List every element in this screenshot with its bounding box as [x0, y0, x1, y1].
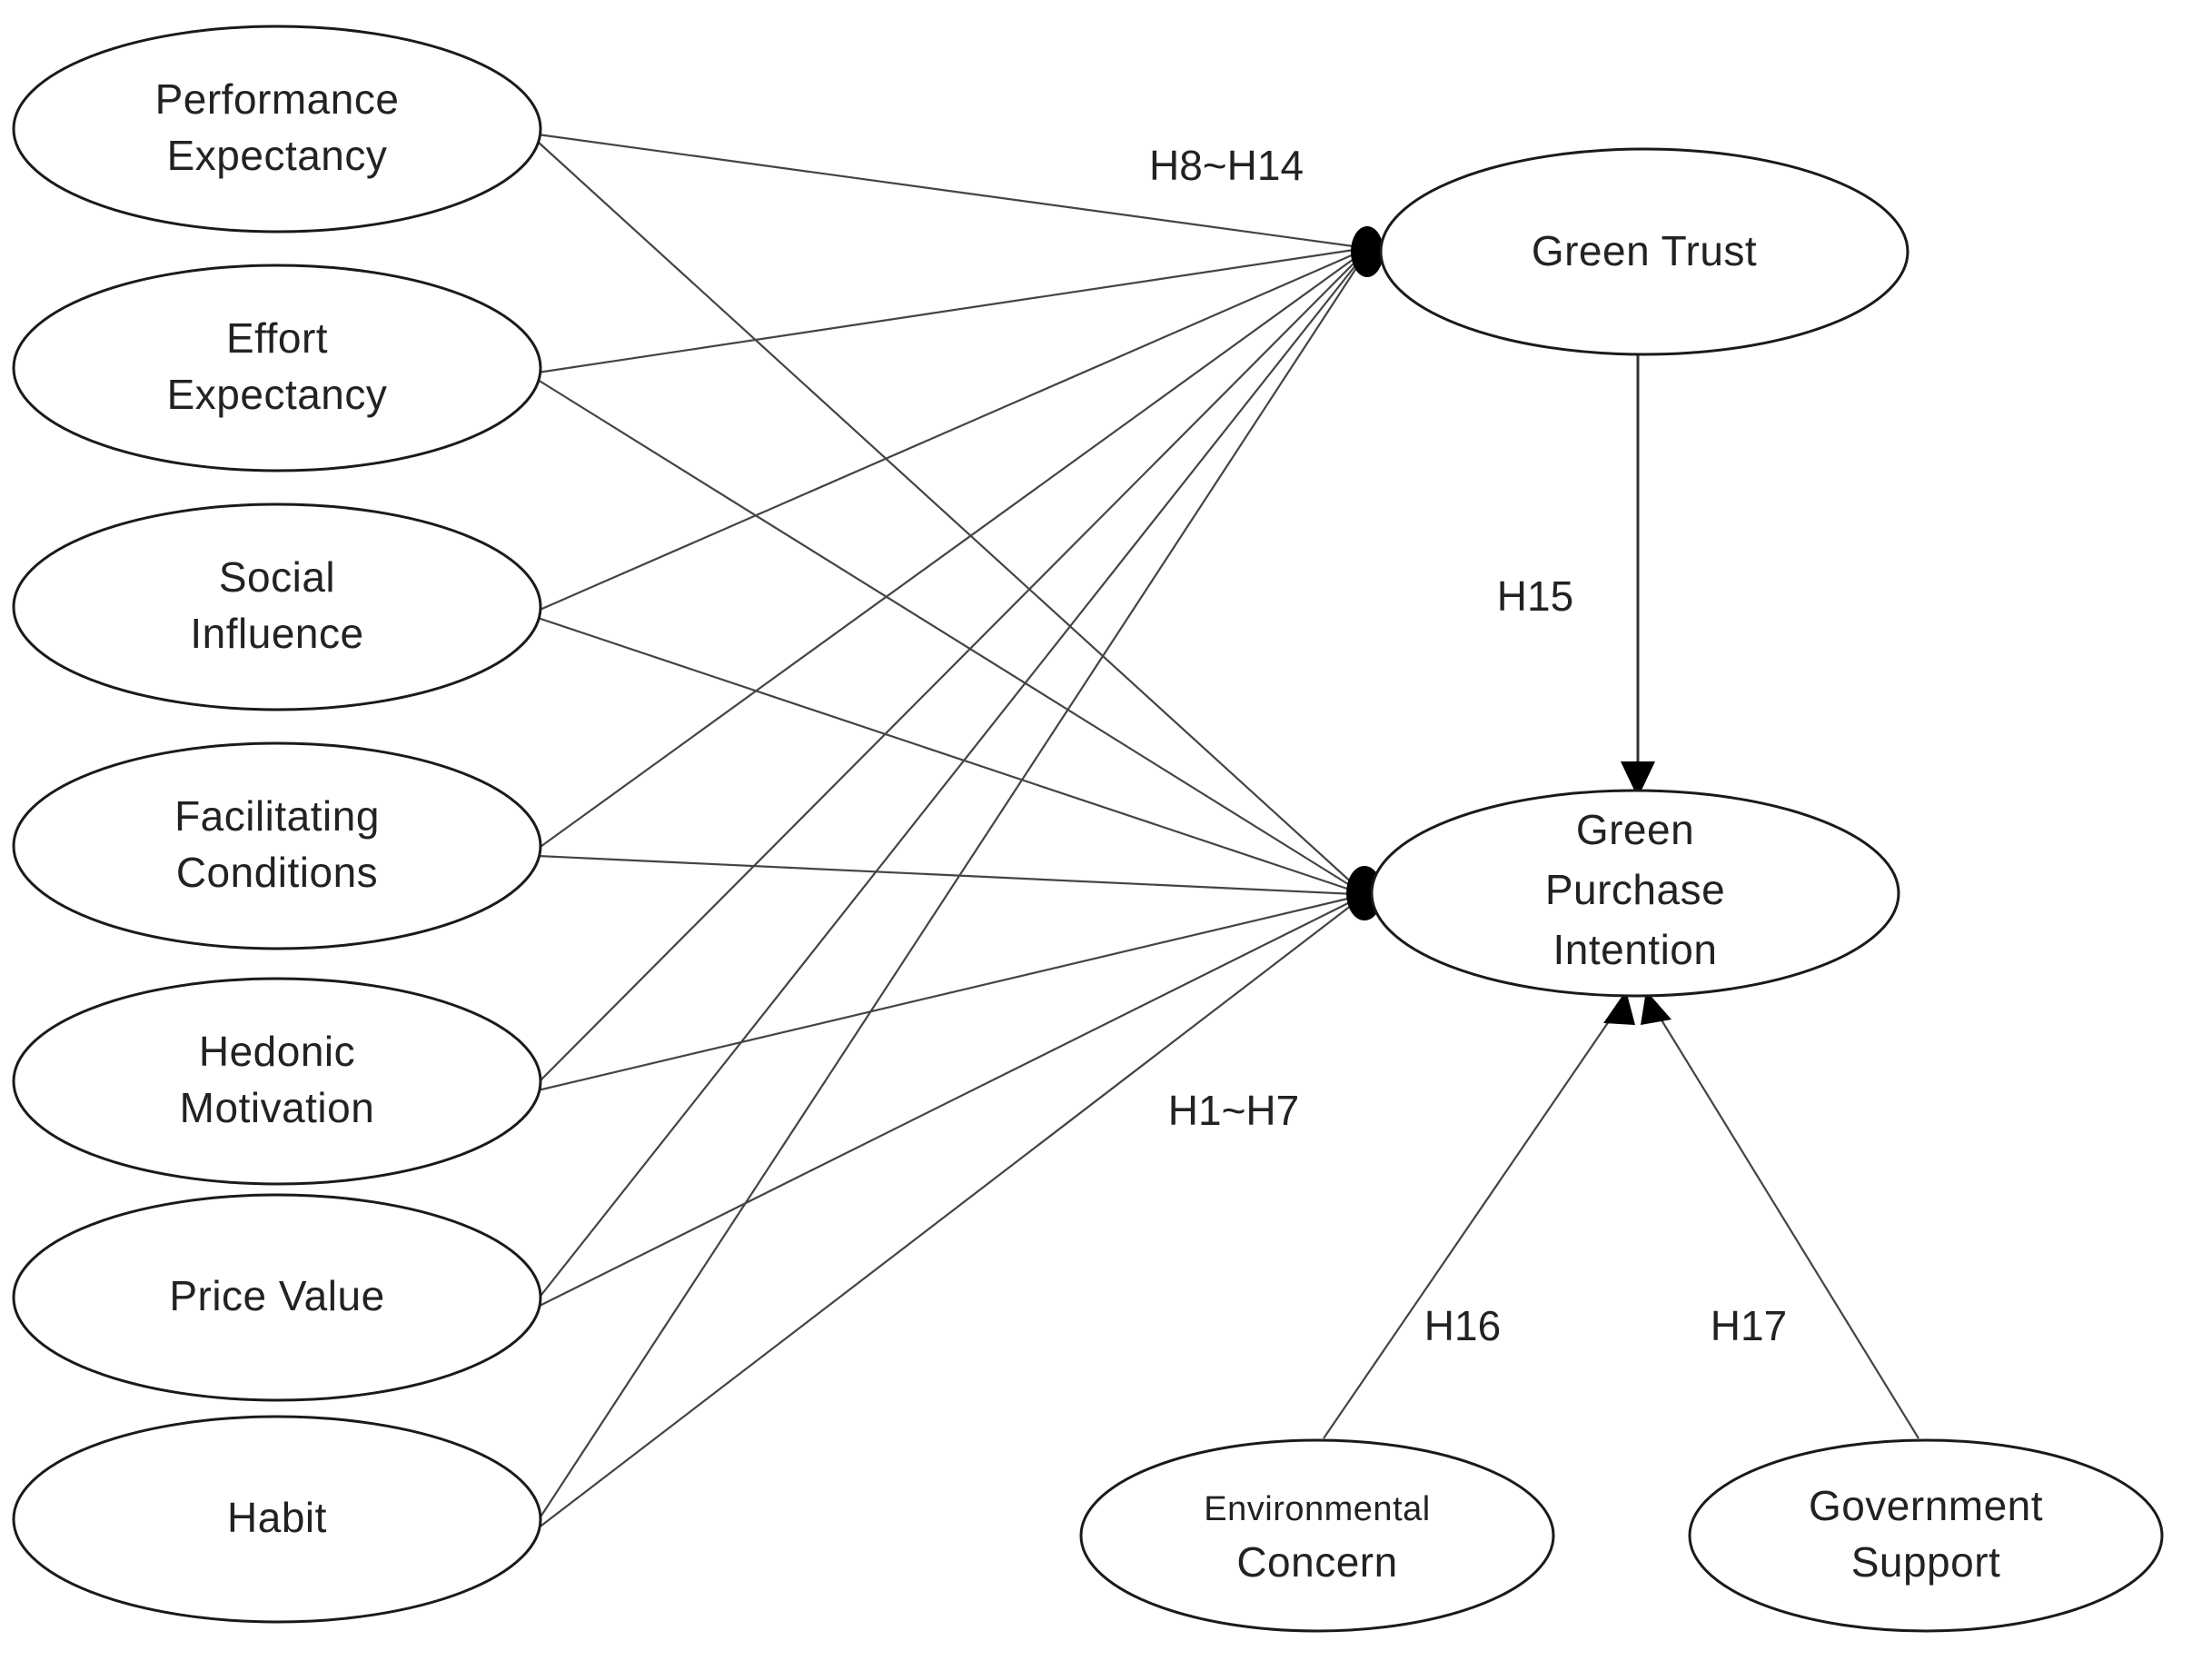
hypothesis-label-h15: H15	[1497, 572, 1573, 620]
node-performance-expectancy[interactable]: Performance Expectancy	[12, 25, 542, 234]
social-influence-ellipse[interactable]	[12, 502, 542, 711]
habit-label-line1: Habit	[227, 1494, 327, 1541]
node-facilitating-conditions[interactable]: Facilitating Conditions	[12, 741, 542, 950]
path-green-trust-to-gpi	[1621, 354, 1655, 798]
performance-expectancy-label-line1: Performance	[155, 75, 400, 123]
path-habit-to-gpi	[537, 901, 1356, 1529]
h16-line	[1323, 1006, 1620, 1439]
node-habit[interactable]: Habit	[12, 1415, 542, 1624]
effort-expectancy-label-line2: Expectancy	[167, 371, 388, 418]
path-social-influence-to-green-trust	[537, 250, 1361, 612]
government-support-label-line2: Support	[1851, 1538, 2001, 1586]
facilitating-conditions-ellipse[interactable]	[12, 741, 542, 950]
node-green-trust[interactable]: Green Trust	[1379, 147, 1909, 356]
h17-line	[1652, 1006, 1919, 1439]
facilitating-conditions-label-line1: Facilitating	[174, 792, 380, 840]
path-effort-expectancy-to-gpi	[537, 379, 1356, 890]
h16-arrowhead-icon	[1603, 990, 1635, 1025]
node-social-influence[interactable]: Social Influence	[12, 502, 542, 711]
h15-arrowhead-icon	[1621, 761, 1655, 798]
path-performance-expectancy-to-gpi	[537, 141, 1356, 887]
paths-to-green-purchase-intention	[537, 141, 1356, 1529]
green-trust-arrowhead-icon	[1351, 226, 1384, 277]
path-price-value-to-gpi	[537, 899, 1356, 1308]
price-value-label-line1: Price Value	[169, 1272, 384, 1319]
paths-to-green-trust	[537, 133, 1361, 1522]
gpi-label-line1: Green	[1576, 806, 1694, 853]
hypothesis-label-h1-h7: H1~H7	[1168, 1087, 1299, 1134]
performance-expectancy-ellipse[interactable]	[12, 25, 542, 234]
gpi-label-line2: Purchase	[1545, 866, 1725, 913]
node-green-purchase-intention[interactable]: Green Purchase Intention	[1370, 789, 1900, 998]
government-support-label-line1: Government	[1809, 1482, 2043, 1529]
path-performance-expectancy-to-green-trust	[537, 133, 1361, 249]
performance-expectancy-label-line2: Expectancy	[167, 132, 388, 179]
social-influence-label-line2: Influence	[190, 610, 363, 657]
environmental-concern-ellipse[interactable]	[1079, 1438, 1555, 1633]
node-government-support[interactable]: Government Support	[1688, 1438, 2164, 1633]
path-hedonic-motivation-to-green-trust	[537, 256, 1361, 1084]
path-price-value-to-green-trust	[537, 259, 1361, 1300]
hedonic-motivation-label-line1: Hedonic	[199, 1028, 355, 1075]
environmental-concern-label-line1: Environmental	[1204, 1490, 1430, 1528]
path-effort-expectancy-to-green-trust	[537, 247, 1361, 374]
hypothesis-label-h17: H17	[1711, 1302, 1787, 1349]
facilitating-conditions-label-line2: Conditions	[176, 849, 378, 896]
path-environmental-concern-to-gpi	[1323, 990, 1635, 1439]
effort-expectancy-label-line1: Effort	[226, 314, 328, 362]
hedonic-motivation-ellipse[interactable]	[12, 977, 542, 1186]
habit-ellipse[interactable]	[12, 1415, 542, 1624]
green-trust-label: Green Trust	[1532, 227, 1757, 274]
path-government-support-to-gpi	[1641, 990, 1919, 1439]
path-social-influence-to-gpi	[537, 616, 1356, 893]
hypothesis-label-h16: H16	[1424, 1302, 1501, 1349]
h17-arrowhead-icon	[1641, 990, 1671, 1025]
green-purchase-intention-ellipse[interactable]	[1370, 789, 1900, 998]
hedonic-motivation-label-line2: Motivation	[180, 1084, 375, 1131]
green-trust-ellipse[interactable]	[1379, 147, 1909, 356]
effort-expectancy-ellipse[interactable]	[12, 264, 542, 472]
path-facilitating-conditions-to-gpi	[537, 854, 1356, 896]
hypothesis-label-h8-h14: H8~H14	[1149, 142, 1304, 189]
path-hedonic-motivation-to-gpi	[537, 895, 1356, 1092]
node-price-value[interactable]: Price Value	[12, 1193, 542, 1402]
path-facilitating-conditions-to-green-trust	[537, 254, 1361, 850]
environmental-concern-label-line2: Concern	[1236, 1538, 1397, 1586]
gpi-label-line3: Intention	[1553, 926, 1718, 973]
price-value-ellipse[interactable]	[12, 1193, 542, 1402]
node-environmental-concern[interactable]: Environmental Concern	[1079, 1438, 1555, 1633]
government-support-ellipse[interactable]	[1688, 1438, 2164, 1633]
node-effort-expectancy[interactable]: Effort Expectancy	[12, 264, 542, 472]
path-habit-to-green-trust	[537, 262, 1361, 1522]
node-hedonic-motivation[interactable]: Hedonic Motivation	[12, 977, 542, 1186]
social-influence-label-line1: Social	[219, 553, 335, 601]
